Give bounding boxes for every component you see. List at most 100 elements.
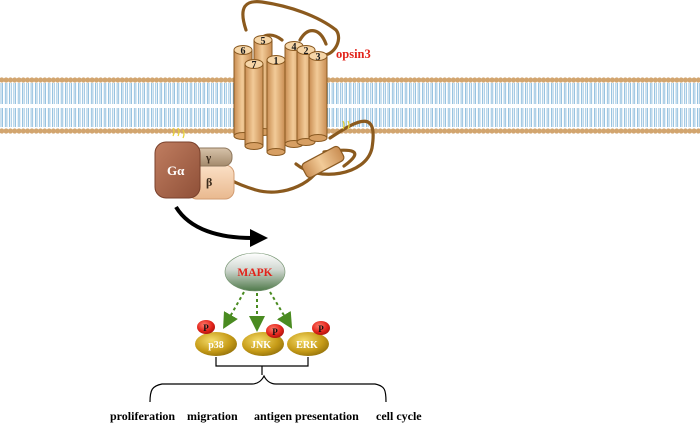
lipid-molecule — [592, 77, 598, 134]
c-terminal-helix — [301, 145, 345, 179]
g-alpha-subunit — [154, 141, 201, 199]
lipid-molecule — [162, 77, 168, 134]
lipid-molecule — [476, 77, 482, 134]
lipid-molecule — [42, 77, 48, 134]
helix-number: 7 — [252, 60, 257, 71]
lipid-molecule — [218, 77, 224, 134]
kinase-erk-label: ERK — [296, 340, 318, 351]
lipid-molecule — [158, 77, 164, 134]
g-alpha-label: Gα — [167, 163, 185, 178]
lipid-molecule — [588, 77, 594, 134]
lipid-molecule — [63, 77, 69, 134]
lipid-molecule — [50, 77, 57, 134]
lipid-molecule — [553, 77, 560, 134]
lipid-molecule — [149, 77, 155, 134]
lipid-molecule — [72, 77, 78, 134]
lipid-molecule — [399, 77, 405, 134]
lipid-molecule — [687, 77, 693, 134]
lipid-molecule — [364, 77, 370, 134]
lipid-molecule — [412, 77, 418, 134]
lipid-molecule — [442, 77, 448, 134]
lipid-molecule — [678, 77, 684, 134]
lipid-anchors — [172, 120, 350, 139]
mapk-label: MAPK — [237, 267, 272, 279]
lipid-molecule — [205, 77, 211, 134]
lipid-molecule — [648, 77, 654, 134]
lipid-molecule — [416, 77, 422, 134]
lipid-molecule — [390, 77, 396, 134]
kinase-jnk: P JNK — [242, 324, 284, 356]
lipid-molecule — [674, 77, 680, 134]
lipid-molecule — [455, 77, 461, 134]
lipid-molecule — [222, 77, 228, 134]
lipid-molecule — [446, 77, 452, 134]
lipid-molecule — [566, 77, 573, 134]
phospho-label: P — [272, 327, 278, 337]
kinase-jnk-label: JNK — [251, 340, 271, 351]
lipid-molecule — [227, 77, 233, 134]
lipid-molecule — [510, 77, 517, 134]
lipid-molecule — [214, 77, 220, 134]
phospho-badge — [266, 324, 284, 338]
lipid-molecule — [562, 77, 568, 134]
outcome-migration: migration — [187, 409, 238, 423]
lipid-molecule — [622, 77, 628, 134]
lipid-molecule — [106, 77, 112, 134]
lipid-molecule — [37, 77, 44, 134]
lipid-molecule — [184, 77, 190, 134]
lipid-molecule — [652, 77, 659, 134]
lipid-molecule — [128, 77, 134, 134]
helix-3: 3 — [308, 51, 328, 142]
receptor-label: opsin3 — [336, 47, 371, 61]
outcome-antigen-presentation: antigen presentation — [254, 409, 359, 423]
lipid-molecule — [145, 77, 151, 134]
lipid-molecule — [154, 77, 160, 134]
lipid-molecule — [493, 77, 499, 134]
lipid-molecule — [635, 77, 641, 134]
lipid-molecule — [498, 77, 504, 134]
lipid-molecule — [571, 77, 577, 134]
lipid-molecule — [0, 77, 5, 134]
lipid-molecule — [201, 77, 207, 134]
lipid-molecule — [197, 77, 203, 134]
lipid-molecule — [343, 77, 349, 134]
mapk-node: MAPK — [224, 252, 286, 292]
lipid-molecule — [360, 77, 366, 134]
lipid-molecule — [59, 77, 65, 134]
phospho-badge — [312, 321, 330, 335]
lipid-molecule — [691, 77, 697, 134]
lipid-molecule — [596, 77, 603, 134]
phospho-badge — [197, 320, 215, 334]
lipid-molecule — [502, 77, 508, 134]
lipid-molecule — [46, 77, 52, 134]
lipid-molecule — [85, 77, 91, 134]
lipid-molecule — [55, 77, 61, 134]
lipid-molecule — [192, 77, 198, 134]
lipid-molecule — [575, 77, 581, 134]
outcome-cell-cycle: cell cycle — [376, 409, 422, 423]
lipid-molecule — [3, 77, 9, 134]
helix-number: 2 — [304, 46, 309, 57]
lipid-molecule — [377, 77, 383, 134]
lipid-molecule — [429, 77, 435, 134]
lipid-molecule — [115, 77, 121, 134]
lipid-molecule — [373, 77, 379, 134]
lipid-molecule — [29, 77, 35, 134]
lipid-molecule — [670, 77, 676, 134]
lipid-molecule — [171, 77, 177, 134]
lipid-molecule — [601, 77, 607, 134]
lipid-molecule — [541, 77, 547, 134]
lipid-molecule — [485, 77, 491, 134]
lipid-molecule — [433, 77, 439, 134]
lipid-molecule — [545, 77, 551, 134]
lipid-molecule — [506, 77, 512, 134]
lipid-molecule — [407, 77, 413, 134]
lipid-molecule — [76, 77, 82, 134]
lipid-molecule — [12, 77, 18, 134]
phospho-label: P — [203, 323, 209, 333]
lipid-molecule — [119, 77, 125, 134]
lipid-molecule — [33, 77, 39, 134]
helix-number: 6 — [241, 46, 246, 57]
lipid-molecule — [532, 77, 538, 134]
